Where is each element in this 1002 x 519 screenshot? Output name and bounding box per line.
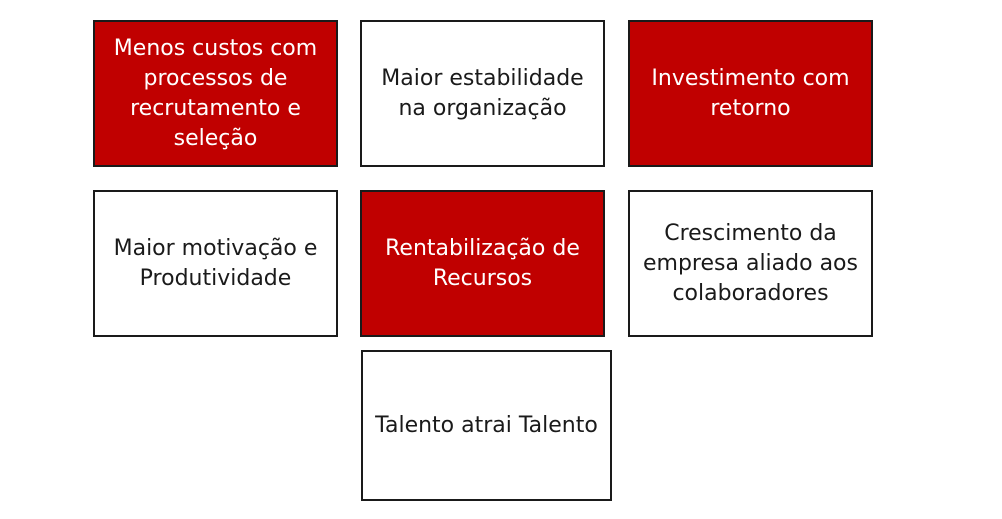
benefit-label: Maior motivação e Produtividade [113,235,318,291]
benefit-label: Rentabilização de Recursos [385,235,580,291]
benefit-label: Menos custos com processos de recrutamen… [113,35,318,151]
benefit-box-investment-return: Investimento com retorno [628,20,873,167]
benefit-label: Maior estabilidade na organização [381,65,584,121]
benefit-box-stability: Maior estabilidade na organização [360,20,605,167]
benefit-box-recruitment-costs: Menos custos com processos de recrutamen… [93,20,338,167]
benefit-box-talent: Talento atrai Talento [361,350,612,501]
benefit-label: Talento atrai Talento [375,412,598,438]
benefit-label: Investimento com retorno [651,65,850,121]
benefit-box-motivation: Maior motivação e Produtividade [93,190,338,337]
benefit-box-resources: Rentabilização de Recursos [360,190,605,337]
benefit-label: Crescimento da empresa aliado aos colabo… [643,220,858,306]
benefit-box-growth: Crescimento da empresa aliado aos colabo… [628,190,873,337]
